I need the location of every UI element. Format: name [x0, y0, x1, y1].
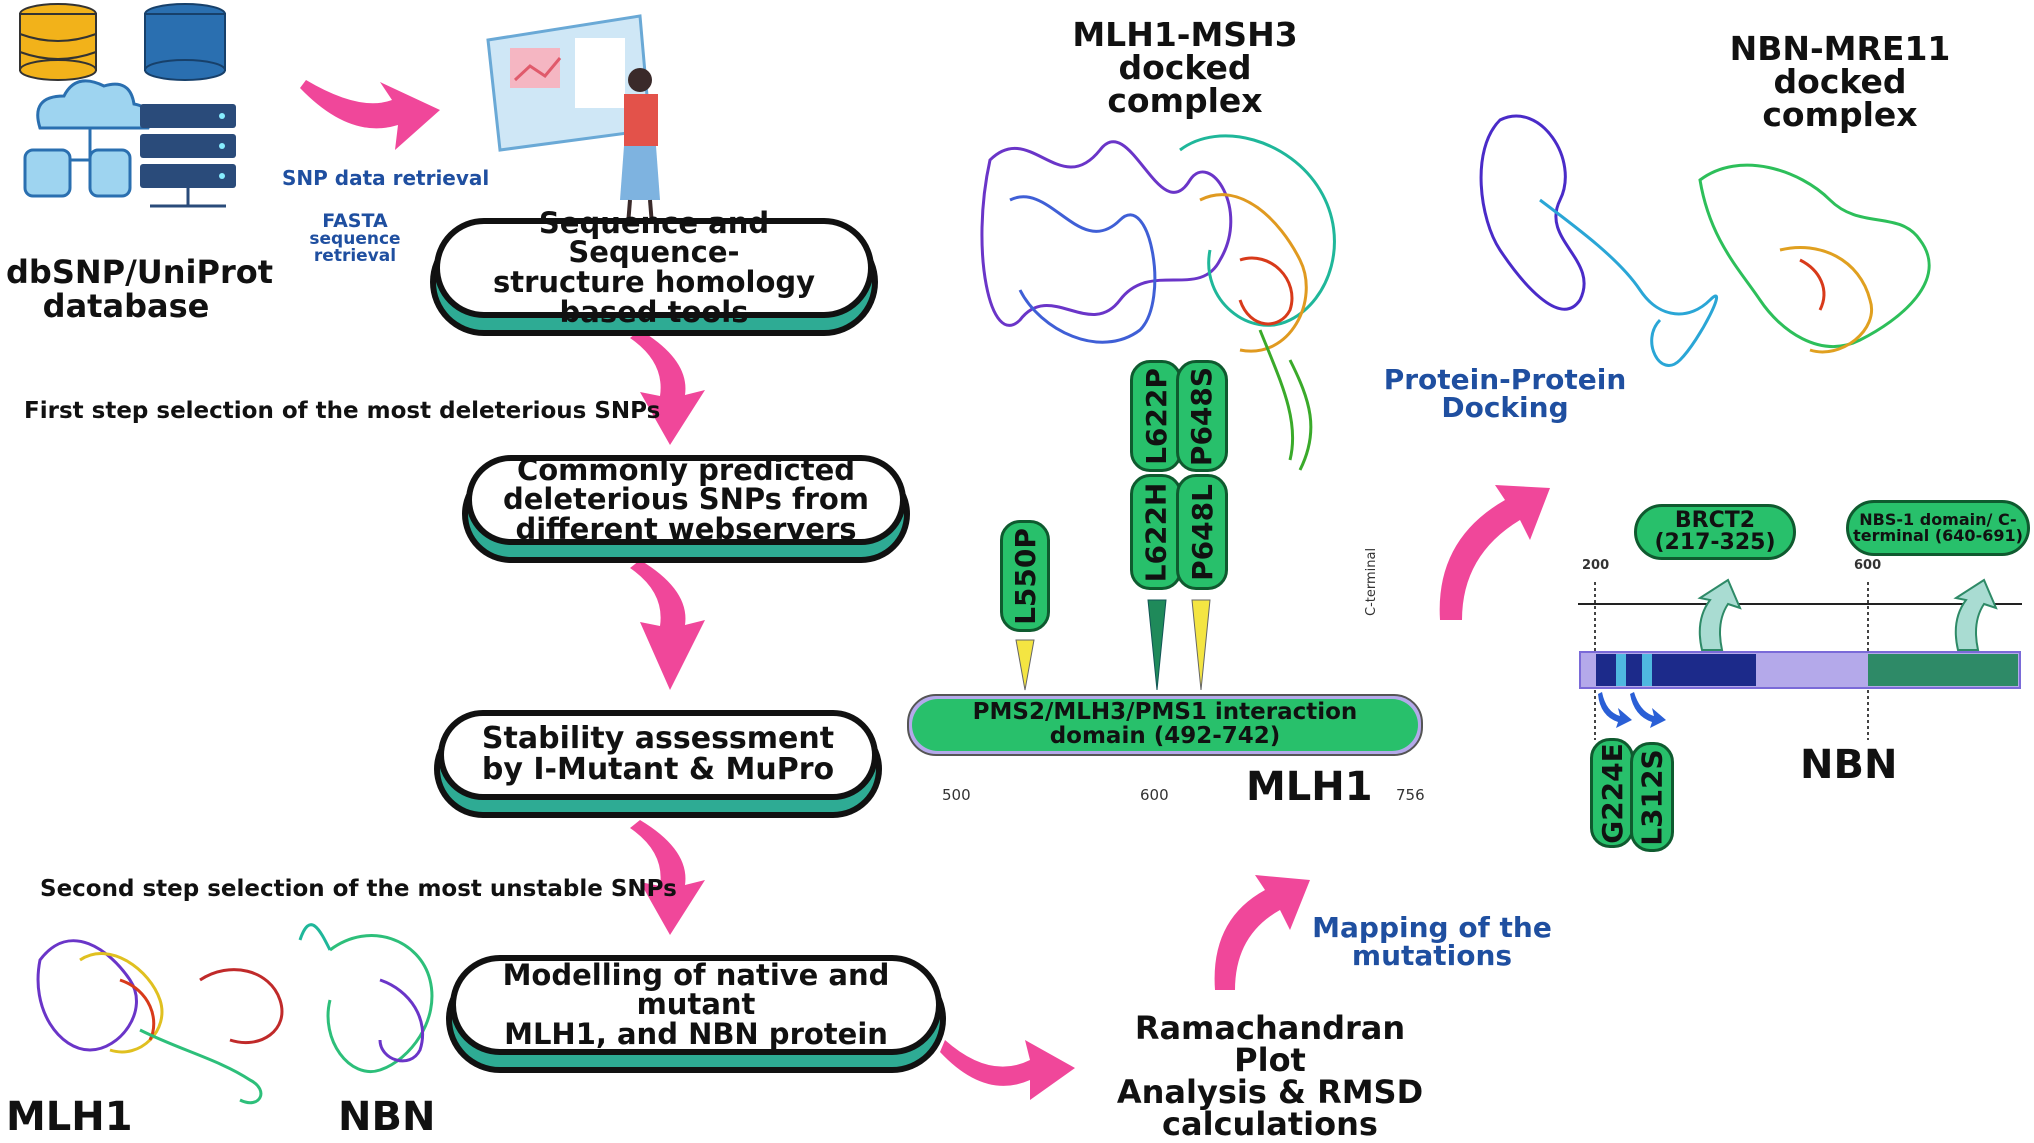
- docking-line1: Protein-Protein: [1383, 363, 1627, 396]
- nbn-map-label: NBN: [1800, 742, 1898, 788]
- mlh1-complex-title-line1: MLH1-MSH3 docked: [1072, 15, 1298, 87]
- nbn-model-label: NBN: [338, 1094, 436, 1140]
- step-2-line3: different webservers: [515, 511, 857, 546]
- mutation-tag-p648s: P648S: [1176, 360, 1228, 472]
- database-label-line2: database: [42, 286, 210, 325]
- nbs1-line1: NBS-1 domain/ C-: [1859, 510, 2017, 529]
- step-homology-tools: Sequence and Sequence-structure homology…: [434, 208, 874, 326]
- fasta-label-3: retrieval: [313, 246, 397, 266]
- mutation-tag-l622h: L622H: [1130, 474, 1182, 590]
- ramachandran-line1: Ramachandran Plot: [1134, 1009, 1406, 1079]
- step-4-line2: MLH1, and NBN protein: [504, 1016, 888, 1051]
- c-terminal-label: C-terminal: [1364, 547, 1379, 616]
- database-icon: [19, 3, 226, 81]
- mutation-tag-l312s: L312S: [1630, 742, 1674, 852]
- step-2-line2: deleterious SNPs from: [502, 482, 870, 517]
- step-1-line3: based tools: [559, 294, 749, 329]
- step-1-line1: Sequence and Sequence-: [538, 205, 770, 270]
- mlh1-domain-line2: domain (492-742): [1049, 723, 1281, 750]
- fasta-label-1: FASTA: [322, 210, 388, 232]
- mutation-tag-p648l: P648L: [1176, 474, 1228, 590]
- nbn-model-structure: [298, 923, 434, 1073]
- step-3-line2: by I-Mutant & MuPro: [481, 752, 835, 787]
- ramachandran-line2: Analysis & RMSD: [1116, 1073, 1424, 1111]
- docking-line2: Docking: [1441, 391, 1569, 424]
- mlh1-tick-756: 756: [1396, 786, 1425, 804]
- mlh1-tick-600: 600: [1140, 786, 1169, 804]
- fasta-label-2: sequence: [309, 229, 401, 249]
- brct2-line1: BRCT2: [1674, 508, 1756, 533]
- nbs1-tag: NBS-1 domain/ C-terminal (640-691): [1846, 500, 2030, 556]
- brct2-tag: BRCT2(217-325): [1634, 504, 1796, 560]
- mutation-l550p-text: L550P: [1008, 527, 1042, 625]
- mlh1-tick-500: 500: [942, 786, 971, 804]
- database-label-line1: dbSNP/UniProt: [6, 253, 274, 291]
- mutation-tag-g224e: G224E: [1590, 738, 1634, 848]
- first-selection-label: First step selection of the most deleter…: [24, 398, 661, 424]
- nbn-tick-600: 600: [1854, 558, 1882, 573]
- step-1-line2: structure homology: [492, 265, 816, 299]
- mutation-l622h-text: L622H: [1139, 482, 1173, 582]
- mlh1-complex-title-line2: complex: [1107, 81, 1263, 120]
- step-4-line1: Modelling of native and mutant: [502, 957, 890, 1022]
- flow-arrows: [300, 80, 1550, 1100]
- nbn-tick-200: 200: [1582, 558, 1610, 573]
- mlh1-domain-map: [907, 599, 1423, 756]
- cloud-network-icon: [23, 79, 152, 198]
- mutation-marker-p648: [1191, 599, 1211, 691]
- step-2-line1: Commonly predicted: [516, 452, 856, 487]
- step-3-line1: Stability assessment: [481, 721, 835, 757]
- mutation-p648l-text: P648L: [1185, 483, 1219, 581]
- mlh1-msh3-structure: [980, 134, 1336, 471]
- mapping-line2: mutations: [1351, 939, 1513, 972]
- analyst-screen-icon: [486, 14, 660, 226]
- mutation-marker-l550p: [1015, 639, 1035, 691]
- mapping-line1: Mapping of the: [1312, 911, 1552, 944]
- snp-retrieval-label: SNP data retrieval: [282, 166, 490, 190]
- mutation-marker-l622: [1147, 599, 1167, 691]
- ramachandran-line3: calculations: [1162, 1105, 1378, 1143]
- mutation-tag-l622p: L622P: [1130, 360, 1182, 472]
- nbs1-line2: terminal (640-691): [1853, 526, 2023, 545]
- mlh1-model-structure: [36, 939, 284, 1105]
- second-selection-label: Second step selection of the most unstab…: [40, 876, 677, 902]
- mutation-l312s-text: L312S: [1635, 748, 1669, 846]
- server-icon: [140, 104, 236, 208]
- nbn-domain-map: [1578, 578, 2022, 740]
- nbn-complex-title-line1: NBN-MRE11 docked: [1729, 29, 1951, 101]
- nbn-mre11-structure: [1479, 114, 1931, 367]
- mutation-p648s-text: P648S: [1185, 366, 1219, 466]
- mlh1-model-label: MLH1: [6, 1094, 133, 1140]
- brct2-line2: (217-325): [1654, 530, 1776, 555]
- mutation-l622p-text: L622P: [1139, 367, 1173, 465]
- mutation-tag-l550p: L550P: [1000, 520, 1050, 632]
- mlh1-domain-line1: PMS2/MLH3/PMS1 interaction: [972, 699, 1358, 725]
- mlh1-map-label: MLH1: [1246, 764, 1373, 810]
- nbn-complex-title-line2: complex: [1762, 95, 1918, 134]
- mutation-g224e-text: G224E: [1595, 742, 1629, 844]
